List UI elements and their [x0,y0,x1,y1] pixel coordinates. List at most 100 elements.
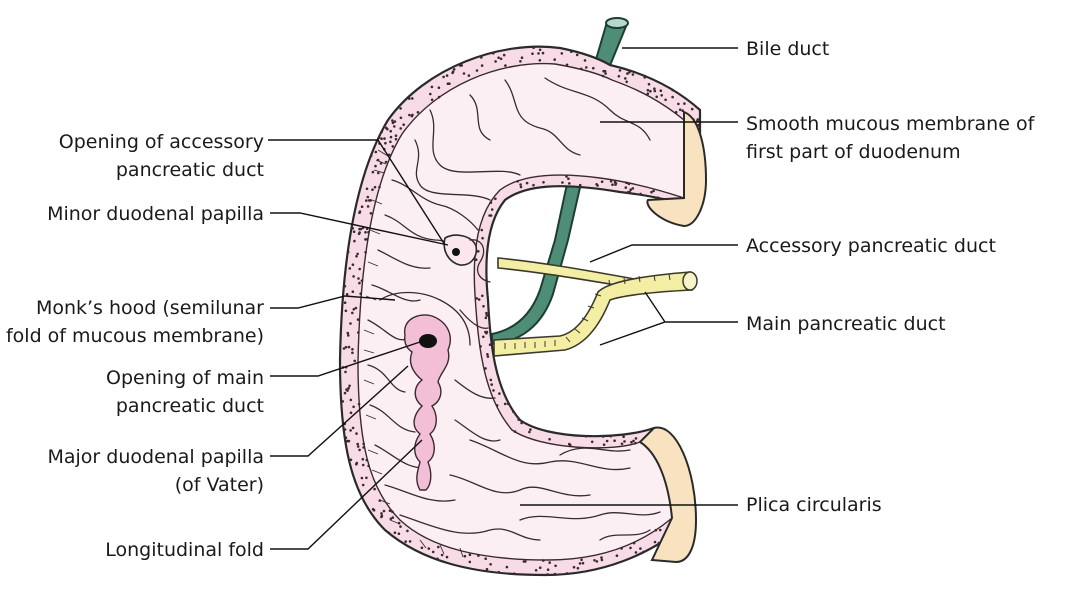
stipple-dot [351,263,355,267]
stipple-dot [353,359,357,363]
stipple-dot [442,75,445,79]
label-major-papilla-1: Major duodenal papilla [47,446,264,468]
stipple-dot [542,181,545,184]
stipple-dot [378,185,381,189]
stipple-dot [351,348,354,351]
stipple-dot [642,550,645,554]
stipple-dot [373,185,377,189]
stipple-dot [448,82,451,85]
stipple-dot [346,250,350,254]
stipple-dot [494,60,497,63]
stipple-dot [357,277,360,280]
stipple-dot [355,432,358,435]
stipple-dot [489,563,492,566]
label-opening-main-1: Opening of main [106,367,264,389]
stipple-dot [620,442,624,446]
stipple-dot [399,107,402,110]
stipple-dot [349,429,352,432]
stipple-dot [649,89,652,93]
stipple-dot [343,284,347,288]
stipple-dot [374,150,378,154]
stipple-dot [430,85,434,89]
stipple-dot [369,212,373,215]
stipple-dot [654,528,658,532]
main-duct-opening [419,334,437,348]
stipple-dot [656,196,660,199]
stipple-dot [548,437,551,441]
stipple-dot [347,439,351,443]
stipple-dot [437,86,441,89]
stipple-dot [477,298,481,301]
stipple-dot [389,135,393,139]
stipple-dot [653,87,656,90]
stipple-dot [463,554,467,558]
label-longitudinal-fold: Longitudinal fold [105,539,264,561]
stipple-dot [468,553,472,557]
stipple-dot [351,227,355,230]
stipple-dot [655,95,658,99]
stipple-dot [624,77,627,80]
stipple-dot [495,404,499,407]
stipple-dot [394,134,398,137]
stipple-dot [482,305,485,308]
stipple-dot [361,483,365,487]
stipple-dot [538,566,542,569]
stipple-dot [365,187,369,191]
stipple-dot [347,345,351,349]
stipple-dot [568,182,571,185]
minor-papilla-fold [469,239,491,283]
stipple-dot [643,74,647,78]
stipple-dot [358,281,361,285]
stipple-dot [480,228,484,232]
stipple-dot [503,402,507,406]
stipple-dot [525,181,529,185]
stipple-dot [622,435,625,439]
stipple-dot [408,97,411,100]
stipple-dot [609,180,613,183]
stipple-dot [532,46,535,49]
stipple-dot [489,378,493,382]
label-opening-accessory-1: Opening of accessory [59,131,264,153]
stipple-dot [646,92,650,95]
stipple-dot [393,531,397,534]
stipple-dot [537,52,540,55]
stipple-dot [520,56,524,59]
stipple-dot [664,98,667,102]
stipple-dot [613,439,616,443]
stipple-dot [437,545,440,549]
stipple-dot [365,476,368,480]
stipple-dot [342,347,346,350]
stipple-dot [445,555,449,559]
stipple-dot [484,557,488,560]
stipple-dot [512,410,515,414]
stipple-dot [391,121,395,125]
stipple-dot [546,573,549,576]
stipple-dot [356,442,360,446]
stipple-dot [364,231,367,234]
stipple-dot [352,308,356,311]
stipple-dot [355,462,358,466]
stipple-dot [497,56,500,59]
stipple-dot [485,330,489,334]
stipple-dot [492,52,495,55]
label-main-duct: Main pancreatic duct [746,313,946,335]
stipple-dot [481,236,484,240]
stipple-dot [528,430,531,434]
stipple-dot [352,275,355,278]
stipple-dot [364,238,367,241]
stipple-dot [354,306,358,310]
stipple-dot [650,190,653,194]
stipple-dot [639,192,642,196]
stipple-dot [369,199,373,202]
stipple-dot [565,63,569,67]
stipple-dot [411,97,414,100]
stipple-dot [389,140,392,144]
stipple-dot [506,402,510,406]
stipple-dot [626,190,630,194]
stipple-dot [429,92,432,96]
stipple-dot [615,554,619,557]
stipple-dot [394,137,398,141]
stipple-dot [502,53,506,57]
stipple-dot [513,430,517,433]
stipple-dot [380,130,384,133]
